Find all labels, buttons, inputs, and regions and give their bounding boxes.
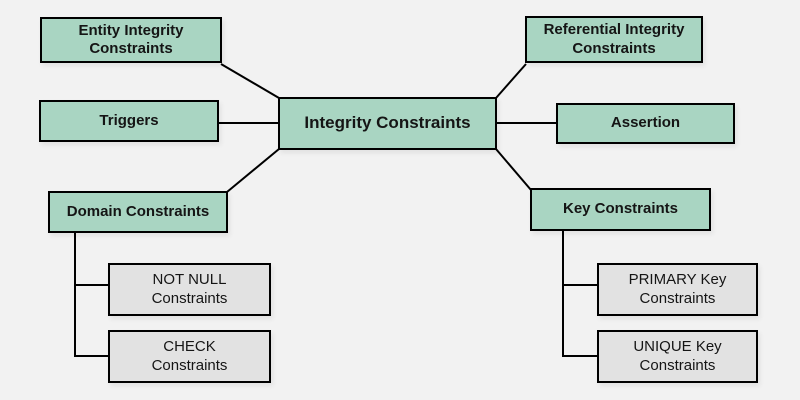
node-key-constraints: Key Constraints [530, 188, 711, 231]
edge-root-domain [226, 148, 280, 193]
node-triggers: Triggers [39, 100, 219, 142]
edge-root-entity [220, 63, 280, 99]
node-integrity-constraints-root: Integrity Constraints [278, 97, 497, 150]
edge-root-key [495, 148, 532, 191]
node-entity-integrity-constraints: Entity Integrity Constraints [40, 17, 222, 63]
node-unique-key-constraints: UNIQUE Key Constraints [597, 330, 758, 383]
node-assertion: Assertion [556, 103, 735, 144]
node-domain-constraints: Domain Constraints [48, 191, 228, 233]
edge-root-referential [495, 63, 527, 99]
node-not-null-constraints: NOT NULL Constraints [108, 263, 271, 316]
node-primary-key-constraints: PRIMARY Key Constraints [597, 263, 758, 316]
node-referential-integrity-constraints: Referential Integrity Constraints [525, 16, 703, 63]
node-check-constraints: CHECK Constraints [108, 330, 271, 383]
